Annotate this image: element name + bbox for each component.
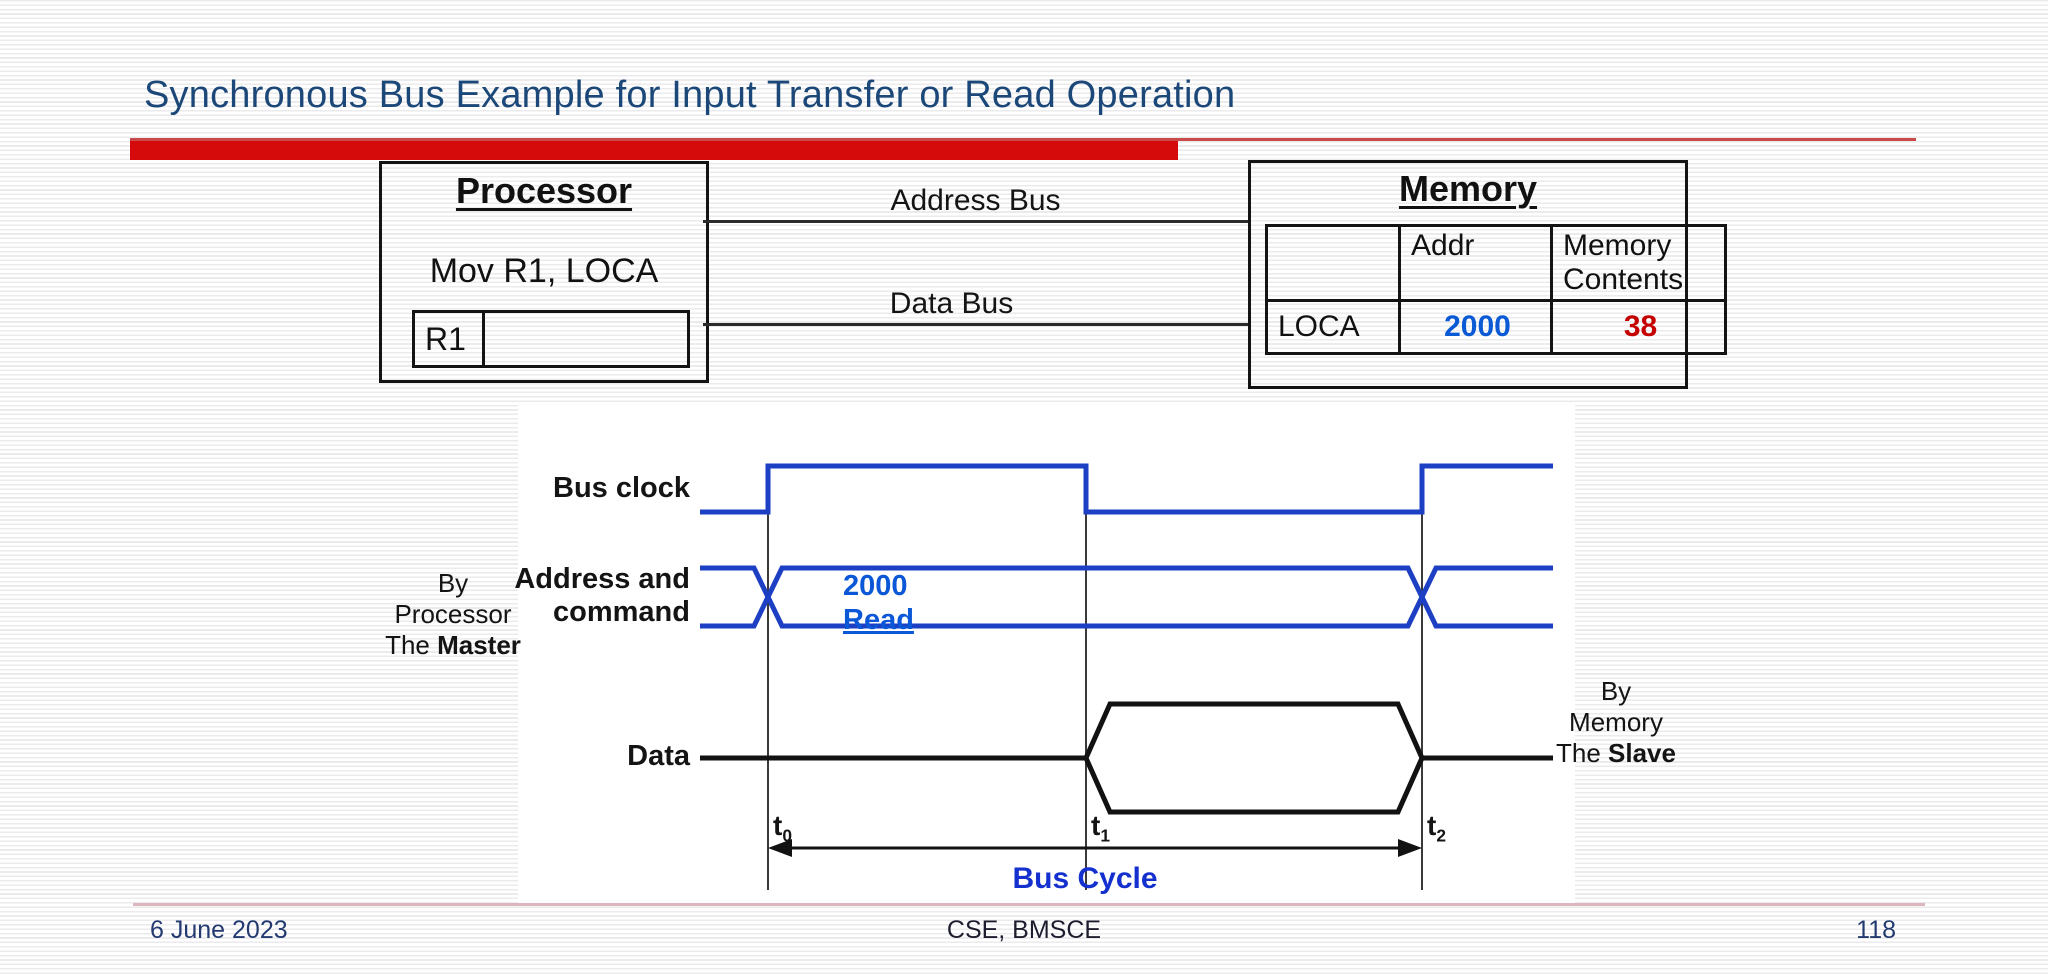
master-note-line2: Processor — [394, 599, 512, 629]
processor-box: Processor Mov R1, LOCA R1 — [379, 161, 709, 383]
footer-center-text: CSE, BMSCE — [946, 916, 1102, 944]
memory-table-data-row: LOCA 2000 38 — [1265, 299, 1727, 355]
register-table: R1 — [412, 310, 690, 368]
footer-divider — [133, 903, 1925, 906]
slave-note-line2: Memory — [1569, 707, 1663, 737]
data-bus-line — [703, 323, 1248, 326]
master-note-line1: By — [437, 568, 469, 598]
bus-cycle-arrowhead-right — [1398, 839, 1422, 857]
master-note: By Processor The Master — [348, 568, 558, 661]
slave-note: By Memory The Slave — [1511, 676, 1721, 769]
master-note-prefix: The — [385, 630, 438, 660]
timing-diagram-panel — [518, 404, 1575, 903]
t1-base: t — [1091, 810, 1101, 841]
data-label: Data — [627, 740, 690, 772]
slave-note-prefix: The — [1556, 738, 1609, 768]
memory-table-header-row: Addr Memory Contents — [1265, 224, 1727, 302]
t2-base: t — [1427, 810, 1437, 841]
title-underline-thin — [130, 138, 1916, 141]
memory-row-label: LOCA — [1265, 299, 1401, 355]
bus-cycle-label: Bus Cycle — [1012, 862, 1158, 895]
address-command-label-line2: command — [553, 596, 690, 628]
memory-title: Memory — [1398, 168, 1538, 209]
t1-label: t1 — [1091, 810, 1110, 847]
processor-title: Processor — [455, 170, 633, 211]
address-command-label: Address and command — [514, 563, 690, 629]
address-bus-label: Address Bus — [890, 184, 1061, 217]
bus-clock-label: Bus clock — [553, 472, 690, 504]
bus-clock-waveform — [700, 463, 1553, 515]
data-bus-label: Data Bus — [889, 287, 1014, 320]
slave-note-line1: By — [1600, 676, 1632, 706]
timing-waveforms — [700, 463, 1553, 890]
memory-box: Memory Addr Memory Contents LOCA 2000 38 — [1248, 160, 1727, 389]
address-value-annotation: 2000 — [843, 570, 908, 602]
address-command-rail-bottom — [700, 565, 1553, 629]
t0-base: t — [773, 810, 783, 841]
page-title: Synchronous Bus Example for Input Transf… — [144, 74, 1236, 116]
t1-sub: 1 — [1100, 825, 1110, 846]
t2-sub: 2 — [1436, 825, 1446, 846]
memory-row-addr: 2000 — [1398, 299, 1553, 355]
memory-header-contents: Memory Contents — [1550, 224, 1727, 302]
memory-table: Addr Memory Contents LOCA 2000 38 — [1265, 224, 1727, 355]
address-command-label-line1: Address and — [514, 563, 690, 595]
master-note-line3: The Master — [348, 630, 558, 661]
register-name-cell: R1 — [415, 313, 485, 365]
footer-date: 6 June 2023 — [150, 916, 288, 944]
t0-sub: 0 — [782, 825, 792, 846]
t0-label: t0 — [773, 810, 792, 847]
command-annotation: Read — [843, 604, 914, 636]
memory-header-addr: Addr — [1398, 224, 1553, 302]
footer-page-number: 118 — [1856, 916, 1896, 944]
master-note-bold: Master — [437, 630, 521, 660]
bus-cycle-arrowhead-left — [768, 839, 792, 857]
memory-row-contents: 38 — [1550, 299, 1727, 355]
slave-note-line3: The Slave — [1511, 738, 1721, 769]
address-command-rail-top — [700, 565, 1553, 629]
t2-label: t2 — [1427, 810, 1446, 847]
title-underline-bar — [130, 141, 1178, 160]
memory-header-blank — [1265, 224, 1401, 302]
processor-instruction: Mov R1, LOCA — [429, 252, 659, 290]
address-bus-line — [703, 220, 1248, 223]
register-value-cell — [485, 313, 687, 365]
slave-note-bold: Slave — [1608, 738, 1676, 768]
data-waveform — [700, 701, 1553, 815]
